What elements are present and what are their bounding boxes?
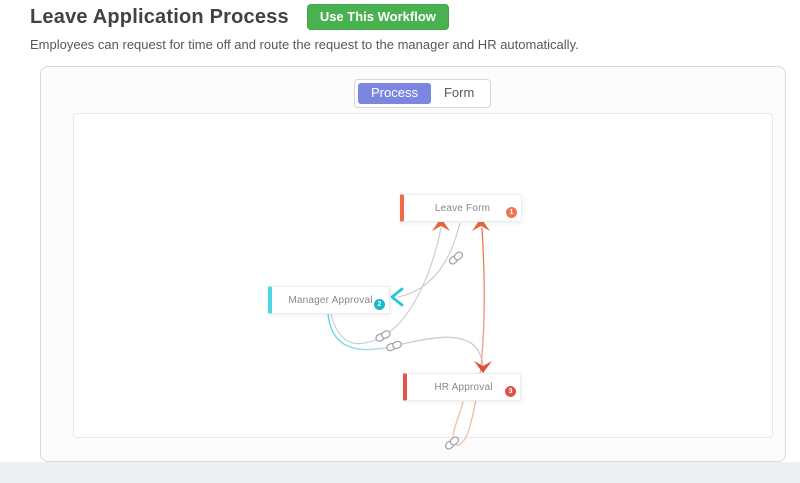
use-this-workflow-button[interactable]: Use This Workflow [306, 4, 449, 30]
page-title: Leave Application Process [30, 5, 289, 28]
node-hr-approval[interactable]: HR Approval 3 [403, 373, 521, 401]
workflow-panel: Process Form [40, 66, 786, 462]
node-leave-form[interactable]: Leave Form 1 [400, 194, 522, 222]
tab-form[interactable]: Form [431, 83, 487, 104]
page-subtitle: Employees can request for time off and r… [30, 37, 579, 52]
view-toggle: Process Form [354, 79, 492, 108]
node-label: Leave Form [434, 202, 491, 214]
node-badge: 2 [374, 299, 385, 310]
node-label: HR Approval [434, 381, 493, 393]
node-badge: 1 [506, 207, 517, 218]
node-label: Manager Approval [288, 294, 373, 306]
tab-process[interactable]: Process [358, 83, 431, 104]
node-manager-approval[interactable]: Manager Approval 2 [268, 286, 390, 314]
page-background-strip [0, 462, 800, 483]
page-header: Leave Application Process Use This Workf… [30, 4, 780, 52]
node-badge: 3 [505, 386, 516, 397]
